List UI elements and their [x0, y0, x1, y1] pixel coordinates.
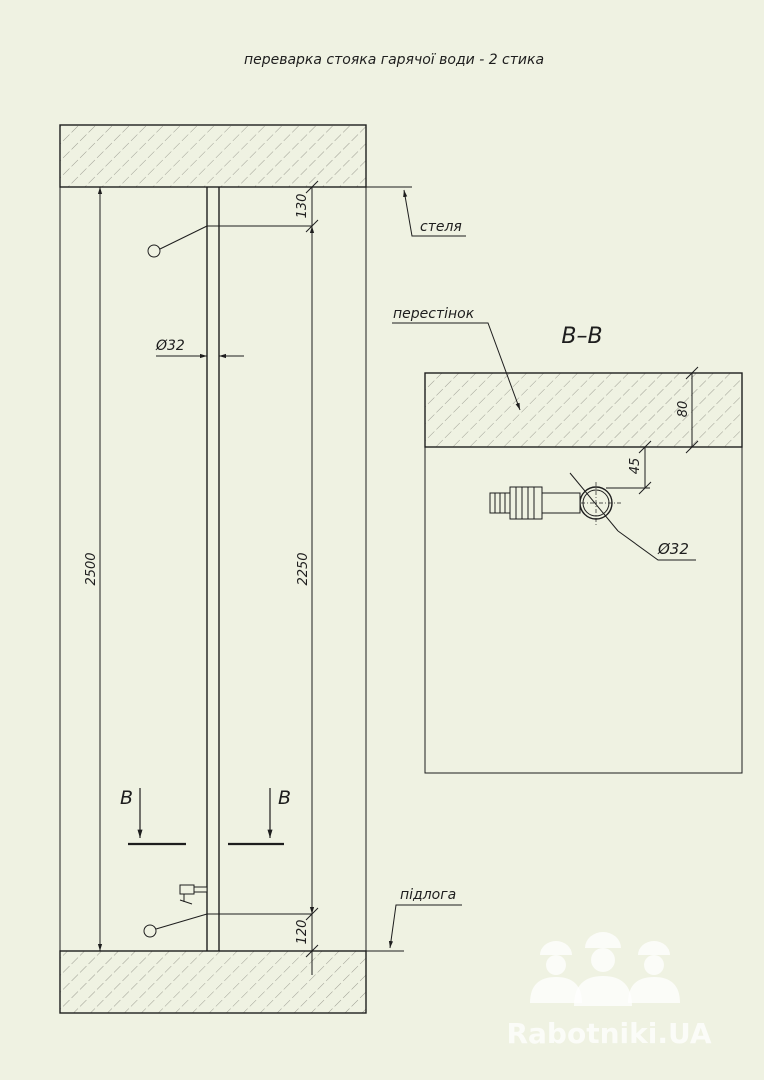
elevation-frame: [59, 124, 367, 1014]
worker-center-icon: [574, 932, 632, 1006]
weld-marker-top: [147, 244, 161, 258]
weld-marker-bottom: [143, 924, 157, 938]
dim-label-2500: 2500: [84, 552, 99, 585]
floor-slab: [59, 950, 367, 1014]
ceiling-leader: [403, 189, 466, 237]
section-mark-right: B: [278, 787, 291, 809]
partition-wall: [424, 372, 743, 448]
weld-leader-top: [159, 225, 208, 250]
drawing-title: переварка стояка гарячої води - 2 стика: [244, 52, 544, 68]
section-view: [392, 322, 743, 774]
dim-line-section-d32: [569, 472, 619, 532]
section-d32-leader: [617, 530, 696, 561]
dim-label-80: 80: [676, 401, 691, 418]
dim-label-45: 45: [628, 458, 643, 475]
elevation-view: [59, 124, 466, 1014]
partition-leader: [392, 322, 521, 411]
dim-label-120: 120: [295, 920, 310, 945]
weld-leader-bottom: [155, 913, 208, 930]
dim-label-130: 130: [295, 194, 310, 219]
label-floor: підлога: [400, 887, 456, 903]
watermark-text: Rabotniki.UA: [506, 1017, 711, 1050]
branch-fitting-icon: [489, 486, 581, 520]
section-mark-left: B: [120, 787, 133, 809]
worker-left-icon: [530, 941, 582, 1003]
floor-leader: [388, 904, 462, 949]
label-pipe-diameter: Ø32: [155, 338, 185, 354]
label-partition: перестінок: [393, 306, 475, 322]
ceiling-slab: [59, 124, 367, 188]
valve-icon: [179, 884, 208, 905]
label-ceiling: стеля: [420, 219, 462, 235]
watermark-logo: [530, 932, 680, 1006]
worker-right-icon: [628, 941, 680, 1003]
label-section-diameter: Ø32: [657, 540, 689, 558]
section-title: B–B: [561, 324, 602, 349]
dim-label-2250: 2250: [296, 552, 311, 585]
